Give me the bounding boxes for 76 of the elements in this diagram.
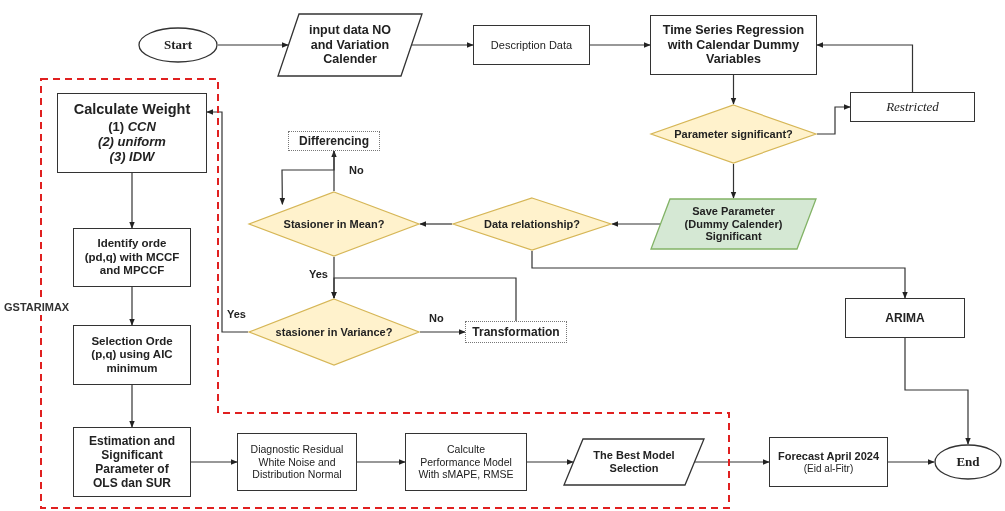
node-text: Forecast April 2024 bbox=[777, 449, 880, 463]
node-text: Calculate Weight bbox=[73, 101, 191, 119]
node-text: End bbox=[956, 454, 980, 470]
arrow bbox=[611, 221, 661, 227]
process-box bbox=[769, 437, 888, 487]
node-text: Identify orde (pd,q) with MCCF and MPCCF bbox=[83, 237, 181, 278]
node-text: Differencing bbox=[299, 133, 369, 149]
arrow bbox=[816, 42, 914, 93]
node-text: Start bbox=[163, 37, 193, 53]
node-text: Data relationship? bbox=[484, 217, 580, 231]
process-box bbox=[73, 228, 191, 287]
terminal-ellipse bbox=[934, 444, 1002, 480]
node-text: Transformation bbox=[472, 324, 560, 340]
process-box bbox=[473, 25, 590, 65]
arrow bbox=[730, 74, 737, 105]
process-box bbox=[850, 92, 975, 122]
edge-label: Yes bbox=[308, 268, 329, 280]
node-text: Estimation and Significant Parameter of OLS dan SUR bbox=[88, 433, 176, 491]
arrow bbox=[411, 42, 474, 48]
process-box bbox=[465, 321, 567, 343]
arrow bbox=[904, 337, 971, 445]
arrow bbox=[356, 459, 406, 465]
arrow bbox=[816, 104, 851, 135]
io-parallelogram bbox=[650, 198, 817, 250]
arrow bbox=[419, 329, 466, 335]
process-box bbox=[73, 427, 191, 497]
region-label: GSTARIMAX bbox=[4, 300, 70, 315]
node-subtext: (Eid al-Fitr) bbox=[803, 462, 854, 475]
arrow bbox=[694, 459, 770, 465]
node-text: (1) CCN bbox=[108, 118, 156, 134]
node-text: Save Parameter (Dummy Calender) Significant bbox=[683, 204, 784, 244]
decision-diamond bbox=[650, 104, 817, 164]
arrow bbox=[129, 172, 135, 229]
io-parallelogram bbox=[277, 13, 423, 77]
decision-diamond bbox=[248, 298, 420, 366]
node-text: (3) IDW bbox=[109, 149, 155, 165]
node-text: Parameter significant? bbox=[674, 127, 793, 141]
edge-label: Yes bbox=[226, 308, 247, 320]
node-text: Restricted bbox=[886, 99, 939, 115]
arrow bbox=[887, 459, 935, 465]
node-text: Selection Orde (p,q) using AIC minimum bbox=[90, 334, 174, 376]
process-box bbox=[73, 325, 191, 385]
process-box bbox=[845, 298, 965, 338]
arrow bbox=[190, 459, 238, 465]
arrow bbox=[419, 221, 453, 227]
arrow bbox=[331, 277, 517, 322]
io-parallelogram bbox=[563, 438, 705, 486]
node-text: The Best Model Selection bbox=[592, 449, 676, 475]
node-text: Calculte Performance Model With sMAPE, RMSE bbox=[418, 443, 514, 481]
decision-diamond bbox=[248, 191, 420, 257]
process-box bbox=[288, 131, 380, 151]
arrow bbox=[206, 109, 249, 333]
arrow bbox=[589, 42, 651, 48]
edge-label: No bbox=[348, 164, 365, 176]
arrow bbox=[526, 459, 574, 465]
node-text: (2) uniform bbox=[98, 133, 166, 150]
terminal-ellipse bbox=[138, 27, 218, 63]
arrow bbox=[279, 150, 335, 205]
decision-diamond bbox=[452, 197, 612, 251]
arrow bbox=[730, 163, 737, 199]
node-text: stasioner in Variance? bbox=[275, 325, 393, 339]
edge-label: No bbox=[428, 312, 445, 324]
arrow bbox=[531, 250, 908, 299]
process-box bbox=[650, 15, 817, 75]
node-text: ARIMA bbox=[885, 310, 925, 326]
node-text: input data NO and Variation Calender bbox=[308, 22, 392, 68]
arrow bbox=[129, 286, 135, 326]
node-text: Stasioner in Mean? bbox=[283, 217, 385, 231]
node-text: Time Series Regression with Calendar Dummy Variables bbox=[661, 22, 806, 68]
node-text: Diagnostic Residual White Noise and Distribution Normal bbox=[249, 443, 345, 481]
arrow bbox=[129, 384, 135, 428]
process-box bbox=[237, 433, 357, 491]
node-text: Description Data bbox=[490, 38, 573, 52]
arrow bbox=[217, 42, 289, 48]
process-box bbox=[405, 433, 527, 491]
process-box bbox=[57, 93, 207, 173]
